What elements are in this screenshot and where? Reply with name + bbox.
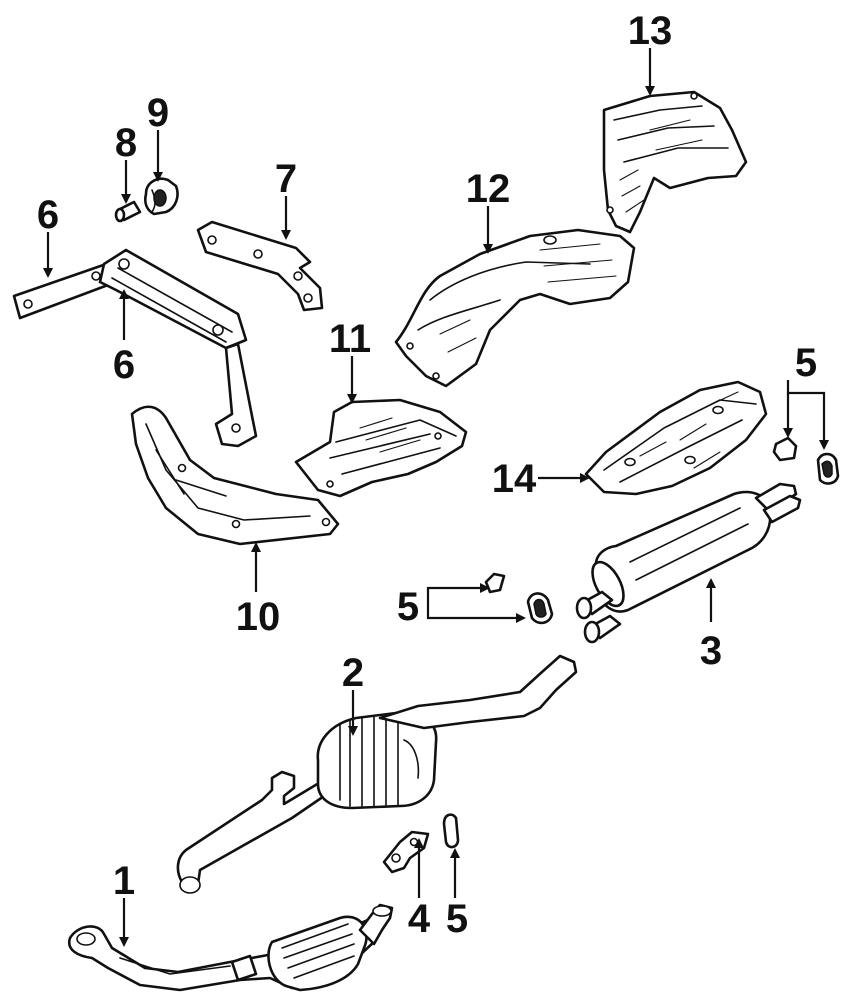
part-heat-shield-tunnel[interactable] [394,228,636,388]
callout-6-bottom: 6 [113,343,135,387]
callout-2: 2 [342,651,364,695]
callout-5-bracket: 5 [795,341,817,385]
leader-5-mid-b [426,604,526,623]
callout-1: 1 [113,859,135,903]
part-heat-shield-rear-lower[interactable] [584,380,768,496]
callout-13: 13 [628,9,673,53]
leader-5-bracket-top [786,380,829,450]
part-heat-shield-rear-upper[interactable] [602,90,748,234]
callout-12: 12 [466,167,511,211]
callout-10: 10 [236,595,281,639]
callout-8: 8 [115,121,137,165]
part-rubber-hanger-front[interactable] [442,813,460,849]
part-bushing[interactable] [143,177,179,216]
callout-5-front: 5 [446,897,468,941]
part-cross-support[interactable] [12,248,258,448]
part-heat-shield-center[interactable] [294,398,468,498]
part-front-pipe-catalytic-converter[interactable] [67,903,394,992]
callout-14: 14 [492,457,537,501]
part-center-muffler[interactable] [176,654,578,894]
part-rear-muffler[interactable] [575,482,802,644]
leader-lines [43,48,829,947]
part-mounting-bracket[interactable] [196,220,324,312]
part-bolt[interactable] [114,200,142,223]
callout-9: 9 [147,91,169,135]
callout-3: 3 [700,629,722,673]
part-rubber-hanger-mid-b[interactable] [526,592,554,625]
callout-numbers: 1 2 3 4 5 5 5 6 6 7 8 9 10 11 12 13 14 [37,9,817,941]
part-rubber-hanger-mid-a[interactable] [484,572,506,594]
callout-4: 4 [408,897,431,941]
part-hanger-bracket[interactable] [382,830,430,874]
part-rubber-hanger-rear-b[interactable] [816,452,840,485]
part-heat-shield-left[interactable] [130,405,340,546]
callout-7: 7 [275,157,297,201]
leader-5-mid-a [426,583,490,604]
callout-11: 11 [329,317,371,361]
callout-5-mid: 5 [397,585,419,629]
part-rubber-hanger-rear-a[interactable] [772,436,798,462]
callout-6-top: 6 [37,193,59,237]
